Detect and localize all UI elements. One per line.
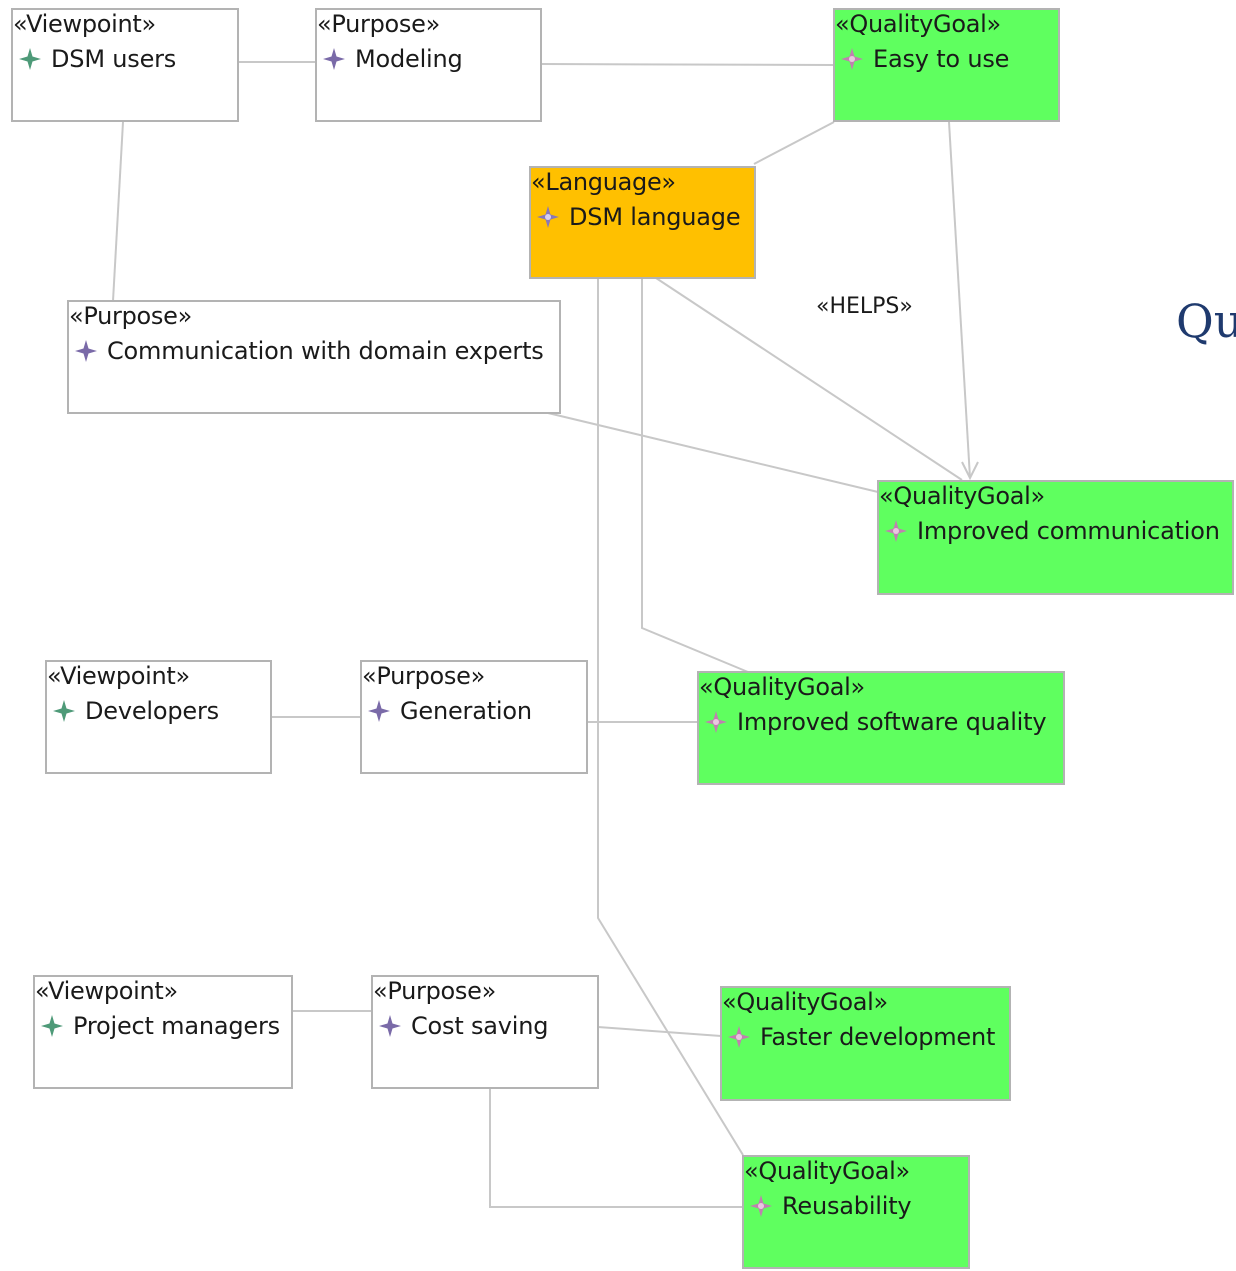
quality-goal-icon — [705, 710, 727, 733]
node-purpose-cost-saving[interactable]: «Purpose» Cost saving — [371, 975, 599, 1089]
language-icon — [537, 205, 559, 228]
node-purpose-generation[interactable]: «Purpose» Generation — [360, 660, 588, 774]
edge-communication-improved-communication[interactable] — [547, 412, 879, 493]
node-label: DSM language — [537, 202, 741, 232]
node-quality-goal-easy-to-use[interactable]: «QualityGoal» Easy to use — [833, 8, 1060, 122]
edge-helps-arrowhead — [961, 461, 979, 481]
stereotype-label: «Purpose» — [317, 10, 440, 38]
edge-cost-saving-faster-development[interactable] — [597, 1026, 722, 1037]
node-purpose-communication[interactable]: «Purpose» Communication with domain expe… — [67, 300, 561, 414]
node-label: Generation — [368, 696, 532, 726]
node-viewpoint-developers[interactable]: «Viewpoint» Developers — [45, 660, 272, 774]
node-label: DSM users — [19, 44, 176, 74]
stereotype-label: «QualityGoal» — [722, 988, 888, 1016]
purpose-icon — [368, 699, 390, 722]
node-label: Modeling — [323, 44, 463, 74]
edge-helps-easy-to-use-improved-communication[interactable] — [948, 121, 971, 479]
edge-cost-saving-reusability[interactable] — [489, 1089, 743, 1208]
edge-easy-to-use-dsm-language[interactable] — [753, 121, 835, 165]
node-purpose-modeling[interactable]: «Purpose» Modeling — [315, 8, 542, 122]
stereotype-label: «Language» — [531, 168, 676, 196]
stereotype-label: «Purpose» — [362, 662, 485, 690]
viewpoint-icon — [19, 47, 41, 70]
purpose-icon — [75, 339, 97, 362]
node-label: Developers — [53, 696, 219, 726]
quality-goal-icon — [885, 519, 907, 542]
node-quality-goal-reusability[interactable]: «QualityGoal» Reusability — [742, 1155, 970, 1269]
stereotype-label: «QualityGoal» — [744, 1157, 910, 1185]
node-label: Project managers — [41, 1011, 280, 1041]
purpose-icon — [379, 1014, 401, 1037]
node-label: Reusability — [750, 1191, 912, 1221]
edge-modeling-easy-to-use[interactable] — [540, 63, 835, 66]
node-label: Communication with domain experts — [75, 336, 544, 366]
node-label: Easy to use — [841, 44, 1009, 74]
viewpoint-icon — [41, 1014, 63, 1037]
edge-dsm-language-improved-quality[interactable] — [641, 278, 749, 673]
stereotype-label: «Purpose» — [69, 302, 192, 330]
node-language-dsm-language[interactable]: «Language» DSM language — [529, 166, 756, 279]
node-label: Cost saving — [379, 1011, 549, 1041]
purpose-icon — [323, 47, 345, 70]
node-label: Faster development — [728, 1022, 995, 1052]
node-viewpoint-project-managers[interactable]: «Viewpoint» Project managers — [33, 975, 293, 1089]
stereotype-label: «Viewpoint» — [35, 977, 178, 1005]
stereotype-label: «Viewpoint» — [47, 662, 190, 690]
node-label: Improved software quality — [705, 707, 1047, 737]
stereotype-label: «QualityGoal» — [699, 673, 865, 701]
stereotype-label: «Viewpoint» — [13, 10, 156, 38]
node-label: Improved communication — [885, 516, 1220, 546]
stereotype-label: «QualityGoal» — [835, 10, 1001, 38]
quality-goal-icon — [750, 1194, 772, 1217]
node-quality-goal-faster-development[interactable]: «QualityGoal» Faster development — [720, 986, 1011, 1101]
edge-dsm-language-improved-communication[interactable] — [655, 277, 963, 481]
edge-dsm-language-reusability[interactable] — [597, 278, 744, 1156]
node-quality-goal-improved-communication[interactable]: «QualityGoal» Improved communication — [877, 480, 1234, 595]
edge-dsm-users-communication[interactable] — [112, 121, 124, 302]
clipped-slide-title-fragment: Qu — [1176, 294, 1236, 348]
quality-goal-icon — [841, 47, 863, 70]
stereotype-label: «Purpose» — [373, 977, 496, 1005]
viewpoint-icon — [53, 699, 75, 722]
node-viewpoint-dsm-users[interactable]: «Viewpoint» DSM users — [11, 8, 239, 122]
stereotype-label: «QualityGoal» — [879, 482, 1045, 510]
quality-goal-icon — [728, 1025, 750, 1048]
helps-relation-label: «HELPS» — [816, 294, 913, 319]
node-quality-goal-improved-software-quality[interactable]: «QualityGoal» Improved software quality — [697, 671, 1065, 785]
